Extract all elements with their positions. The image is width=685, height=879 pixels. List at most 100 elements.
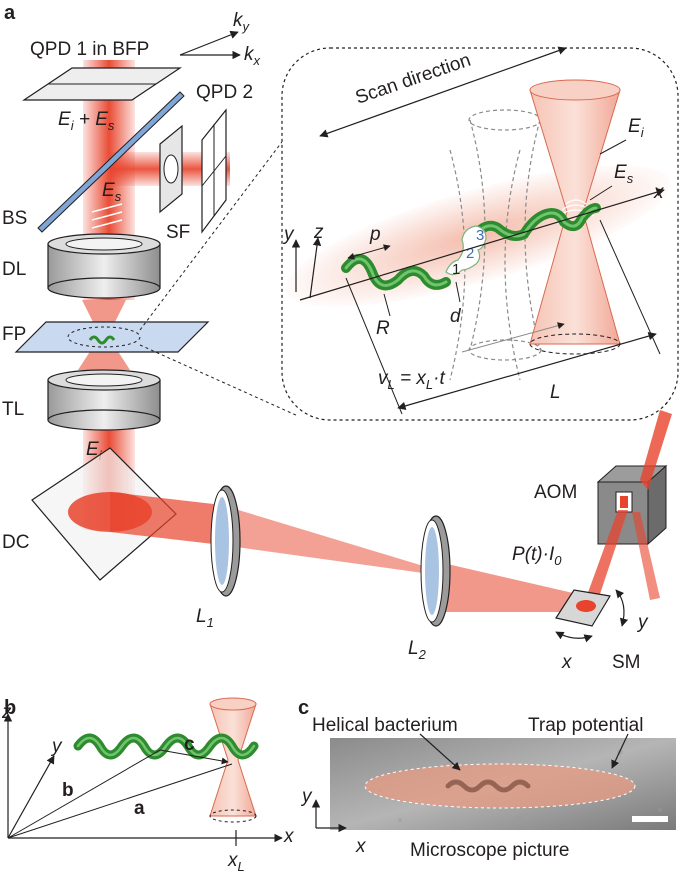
first-order-beam <box>586 510 628 600</box>
scattered-wavefronts <box>91 203 123 229</box>
inset-ei-label: Ei <box>628 116 645 140</box>
zoom-line-bottom <box>139 344 299 417</box>
b-a-label-b: b <box>62 780 74 801</box>
detection-lens <box>47 233 161 299</box>
inset-z-label: z <box>313 222 324 243</box>
scan-direction-arrow <box>319 46 567 138</box>
b-vector-c <box>159 749 229 765</box>
b-cone-bottom <box>209 809 257 823</box>
dl-label: DL <box>2 259 26 280</box>
ei-plus-es-label: Ei + Es <box>58 109 115 133</box>
lens-l1 <box>210 485 241 597</box>
b-x-label: x <box>283 826 295 847</box>
panel-a-label: a <box>4 2 16 24</box>
zoom-line-top <box>139 117 301 331</box>
es-pointer <box>589 185 613 201</box>
focus-cone-upper <box>82 300 126 336</box>
pitch-arrow <box>347 244 391 260</box>
power-label: P(t)·I0 <box>512 544 562 568</box>
trap-potential-overlay <box>364 763 636 809</box>
cone-top-ellipse <box>529 79 621 101</box>
lens-l2 <box>420 515 451 627</box>
trap-pointer <box>611 733 629 769</box>
inset-z-axis <box>309 237 322 299</box>
panel-c-micrograph <box>330 733 676 830</box>
qpd1-label: QPD 1 in BFP <box>30 39 149 60</box>
l2-label: L2 <box>408 638 427 662</box>
beam-l2-to-sm <box>430 560 586 612</box>
inset-es-label: Es <box>614 162 634 186</box>
length-label: L <box>550 382 561 403</box>
inset-y-label: y <box>282 224 295 245</box>
b-y-axis <box>7 755 55 839</box>
zero-order-beam <box>632 512 660 600</box>
sf-label: SF <box>166 222 190 243</box>
fp-label: FP <box>2 324 26 345</box>
focus-cone-lower <box>78 336 130 370</box>
c-y-label: y <box>300 786 313 807</box>
beam-splitter <box>37 91 185 233</box>
helical-bacterium-highlight <box>344 206 598 287</box>
inset-x-label: x <box>653 182 665 203</box>
ky-label: ky <box>233 10 251 34</box>
ky-axis <box>179 30 239 56</box>
b-helix-highlight <box>76 736 256 757</box>
radius-pointer <box>383 293 391 317</box>
length-arrow <box>397 332 657 410</box>
b-y-label: y <box>50 736 63 757</box>
es-label: Es <box>102 180 122 204</box>
input-beam-i0 <box>640 410 672 490</box>
inset-zoom: Scan direction Ei Es 1 2 <box>281 46 679 421</box>
panel-c-label: c <box>298 697 309 719</box>
sm-x-label: x <box>561 652 573 673</box>
aom-crystal <box>596 464 668 546</box>
b-vector-a <box>7 763 233 839</box>
segment-2-label: 2 <box>466 245 474 262</box>
trapping-lens <box>47 369 161 431</box>
b-z-label: z <box>1 702 12 723</box>
tl-label: TL <box>2 399 24 420</box>
beam-l1-to-l2 <box>222 505 430 574</box>
bacterium-in-focus <box>88 335 116 345</box>
microscope-caption: Microscope picture <box>410 840 569 861</box>
scan-mirror-spot <box>576 600 596 612</box>
diameter-pointer <box>455 281 461 303</box>
sm-label: SM <box>612 652 641 673</box>
b-cone-top <box>209 697 257 711</box>
trap-potential-label: Trap potential <box>528 715 643 736</box>
helical-pointer <box>419 733 461 771</box>
b-vector-b <box>7 749 161 839</box>
length-ext-right <box>599 219 661 355</box>
qpd2-divider-h <box>201 155 227 187</box>
length-ext-left <box>345 277 403 415</box>
sm-y-label: y <box>636 612 649 633</box>
scale-bar <box>632 816 668 822</box>
bs-label: BS <box>2 208 27 229</box>
focal-region-circle <box>67 326 141 348</box>
ei-pointer <box>599 139 627 155</box>
diameter-label: d <box>450 306 462 327</box>
helical-bacterium-label: Helical bacterium <box>312 715 458 736</box>
sm-x-rotation-arrow <box>555 631 593 643</box>
segment-1-label: 1 <box>452 261 460 278</box>
l1-label: L1 <box>196 606 214 630</box>
c-x-label: x <box>355 836 367 857</box>
b-a-label-a: a <box>134 798 145 819</box>
beam-dc-to-l1 <box>110 492 222 545</box>
dc-label: DC <box>2 532 29 553</box>
sm-y-rotation-arrow <box>615 589 629 627</box>
velocity-label: vL = xL·t <box>378 368 445 392</box>
velocity-arrow <box>461 322 565 353</box>
panel-b-diagram: z y x xL b a c <box>1 697 295 874</box>
aom-label: AOM <box>534 482 577 503</box>
pitch-label: p <box>369 224 381 245</box>
bacterium-in-micrograph <box>445 779 531 793</box>
spatial-filter-aperture <box>163 154 179 184</box>
b-a-label-c: c <box>184 734 195 755</box>
b-xl-label: xL <box>227 850 245 874</box>
kx-label: kx <box>244 44 261 68</box>
inset-x-axis <box>299 188 665 301</box>
qpd2-label: QPD 2 <box>196 82 253 103</box>
radius-label: R <box>376 318 390 339</box>
